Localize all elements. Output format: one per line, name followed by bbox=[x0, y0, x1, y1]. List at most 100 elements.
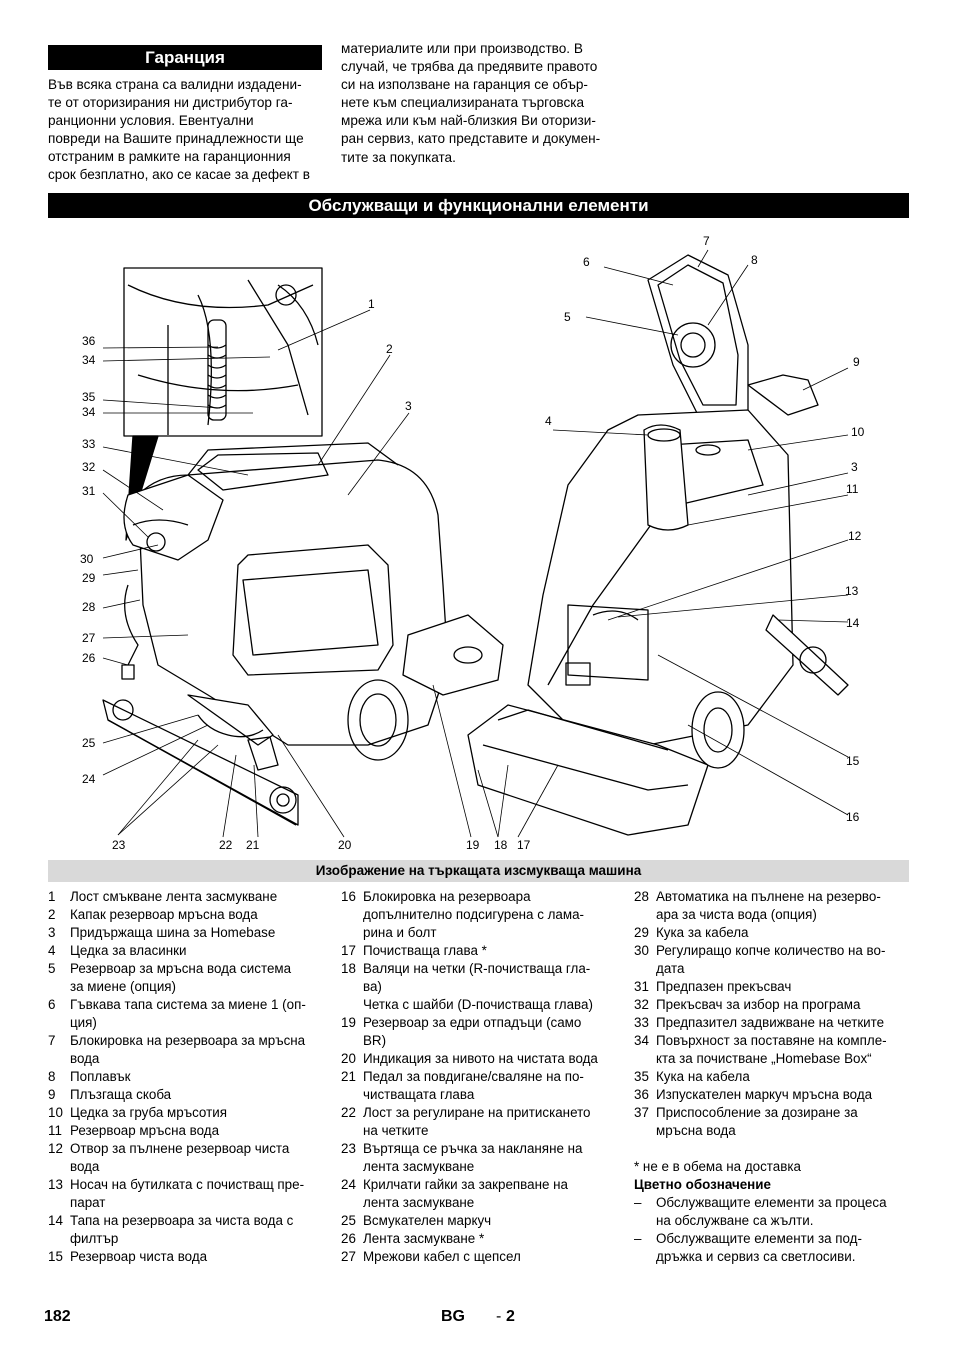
legend-num: 3 bbox=[48, 925, 56, 940]
language-code: BG bbox=[441, 1308, 465, 1325]
legend-num: 9 bbox=[48, 1087, 56, 1102]
legend-num: 10 bbox=[48, 1105, 63, 1120]
legend-num: 2 bbox=[48, 907, 56, 922]
figure-caption: Изображение на търкащата изсмукваща маши… bbox=[48, 860, 909, 882]
dash: – bbox=[634, 1231, 642, 1246]
delivery-note: * не е в обема на доставка bbox=[634, 1159, 801, 1174]
callout-6: 6 bbox=[583, 255, 590, 269]
legend-num: 18 bbox=[341, 961, 356, 976]
legend-text: Носач на бутилката с почистващ пре- bbox=[70, 1177, 305, 1192]
legend-num: 11 bbox=[48, 1123, 62, 1138]
legend-num: 36 bbox=[634, 1087, 649, 1102]
callout-27: 27 bbox=[82, 631, 96, 645]
legend-num: 6 bbox=[48, 997, 56, 1012]
legend-item: 8 Поплавък bbox=[48, 1068, 328, 1086]
legend-num: 22 bbox=[341, 1105, 356, 1120]
legend-text: ва) bbox=[363, 979, 382, 994]
legend-item: 2 Капак резервоар мръсна вода bbox=[48, 906, 328, 924]
legend-text: Валяци на четки (R-почистваща гла- bbox=[363, 961, 591, 976]
legend-text: парат bbox=[70, 1195, 106, 1210]
legend-item: 9 Плъзгаща скоба bbox=[48, 1086, 328, 1104]
legend-text: Автоматика на пълнене на резерво- bbox=[656, 889, 881, 904]
legend-text: Блокировка на резервоара bbox=[363, 889, 531, 904]
callout-33: 33 bbox=[82, 437, 96, 451]
legend-num: 33 bbox=[634, 1015, 649, 1030]
callout-11: 11 bbox=[846, 482, 859, 496]
footer-dash: - bbox=[496, 1308, 502, 1325]
text-line: срок безплатно, ако се касае за дефект в bbox=[48, 167, 310, 183]
legend-num: 25 bbox=[341, 1213, 356, 1228]
legend-num: 16 bbox=[341, 889, 356, 904]
legend-text: Резервоар мръсна вода bbox=[70, 1123, 220, 1138]
legend-text: рина и болт bbox=[363, 925, 437, 940]
callout-32: 32 bbox=[82, 460, 96, 474]
callout-24: 24 bbox=[82, 772, 96, 786]
legend-text: Крилчати гайки за закрепване на bbox=[363, 1177, 568, 1192]
legend-text: ара за чиста вода (опция) bbox=[656, 907, 817, 922]
section-title: Обслужващи и функционални елементи bbox=[48, 193, 909, 218]
legend-text: на четките bbox=[363, 1123, 429, 1138]
legend-num: 17 bbox=[341, 943, 356, 958]
legend-num: 4 bbox=[48, 943, 56, 958]
text-line: ран сервиз, като представите и докумен- bbox=[341, 131, 601, 147]
callout-28: 28 bbox=[82, 600, 96, 614]
legend-text: ция) bbox=[70, 1015, 97, 1030]
dash: – bbox=[634, 1195, 642, 1210]
callout-17: 17 bbox=[517, 838, 531, 852]
legend-num: 30 bbox=[634, 943, 649, 958]
callout-4: 4 bbox=[545, 414, 552, 428]
legend-text: Цедка за власинки bbox=[70, 943, 187, 958]
callout-19: 19 bbox=[466, 838, 480, 852]
guarantee-col1: Във всяка страна са валидни издадени- те… bbox=[48, 76, 310, 185]
callout-23: 23 bbox=[112, 838, 126, 852]
text-line: повреди на Вашите принадлежности ще bbox=[48, 131, 304, 147]
text-line: материалите или при производство. В bbox=[341, 41, 583, 56]
legend-text: чистващата глава bbox=[363, 1087, 475, 1102]
callout-3b: 3 bbox=[851, 460, 858, 474]
legend-text: Цедка за груба мръсотия bbox=[70, 1105, 227, 1120]
callout-3: 3 bbox=[405, 399, 412, 413]
legend-num: 8 bbox=[48, 1069, 56, 1084]
legend-item: 17 Почистваща глава * bbox=[341, 942, 621, 960]
text-line: Във всяка страна са валидни издадени- bbox=[48, 77, 302, 92]
legend-num: 5 bbox=[48, 961, 56, 976]
legend-text: лента засмукване bbox=[363, 1159, 475, 1174]
text-line: мрежа или към най-близкия Ви оторизи- bbox=[341, 113, 596, 129]
machine-drawing: 1 2 3 4 5 6 7 8 9 10 3 11 12 13 14 15 16… bbox=[80, 234, 865, 852]
legend-col3: 28 Автоматика на пълнене на резерво-ара з… bbox=[634, 888, 914, 1266]
legend-text: за миене (опция) bbox=[70, 979, 177, 994]
legend-num: 24 bbox=[341, 1177, 356, 1192]
color-coding-title: Цветно обозначение bbox=[634, 1177, 771, 1192]
page-number: 182 bbox=[44, 1308, 71, 1325]
legend-text: Плъзгаща скоба bbox=[70, 1087, 172, 1102]
legend-num: 27 bbox=[341, 1249, 356, 1264]
callout-5: 5 bbox=[564, 310, 571, 324]
legend-num: 1 bbox=[48, 889, 56, 904]
legend-num: 28 bbox=[634, 889, 649, 904]
legend-text: Почистваща глава * bbox=[363, 943, 487, 958]
callout-22: 22 bbox=[219, 838, 233, 852]
legend-text: Поплавък bbox=[70, 1069, 131, 1084]
guarantee-col2: материалите или при производство. В случ… bbox=[341, 40, 600, 167]
legend-num: 37 bbox=[634, 1105, 649, 1120]
callout-12: 12 bbox=[848, 529, 862, 543]
legend-text: Резервоар чиста вода bbox=[70, 1249, 208, 1264]
legend-text: Капак резервоар мръсна вода bbox=[70, 907, 258, 922]
machine-illustration: 1 2 3 4 5 6 7 8 9 10 3 11 12 13 14 15 16… bbox=[48, 225, 909, 855]
legend-num: 20 bbox=[341, 1051, 356, 1066]
color-text: дръжка и сервиз са светлосиви. bbox=[656, 1249, 856, 1264]
